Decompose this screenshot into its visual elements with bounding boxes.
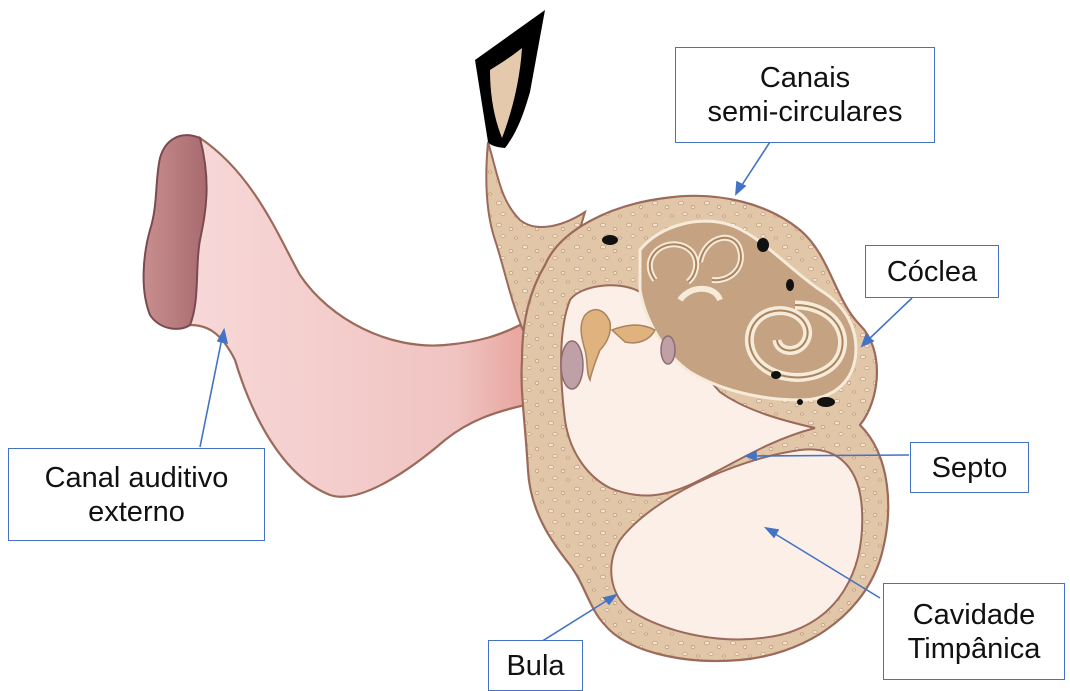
label-canal-auditivo-externo: Canal auditivo externo bbox=[8, 448, 265, 541]
arrow-septo bbox=[752, 455, 909, 456]
label-canal-line2: externo bbox=[88, 495, 185, 529]
label-canais-line1: Canais bbox=[760, 61, 850, 95]
label-cavidade-line2: Timpânica bbox=[908, 632, 1041, 666]
label-bula-text: Bula bbox=[506, 649, 564, 683]
arrow-canais bbox=[740, 142, 770, 188]
label-bula: Bula bbox=[488, 640, 583, 691]
label-cavidade-line1: Cavidade bbox=[913, 598, 1036, 632]
label-coclea-text: Cóclea bbox=[887, 255, 977, 289]
label-cavidade-timpanica: Cavidade Timpânica bbox=[883, 583, 1065, 680]
arrow-coclea bbox=[868, 298, 912, 340]
label-canais-semicirculares: Canais semi-circulares bbox=[675, 47, 935, 143]
label-canal-line1: Canal auditivo bbox=[45, 461, 229, 495]
label-septo-text: Septo bbox=[932, 451, 1008, 485]
label-septo: Septo bbox=[910, 442, 1029, 493]
label-coclea: Cóclea bbox=[865, 245, 999, 298]
label-canais-line2: semi-circulares bbox=[708, 95, 903, 129]
arrow-canal-auditivo bbox=[200, 338, 222, 447]
